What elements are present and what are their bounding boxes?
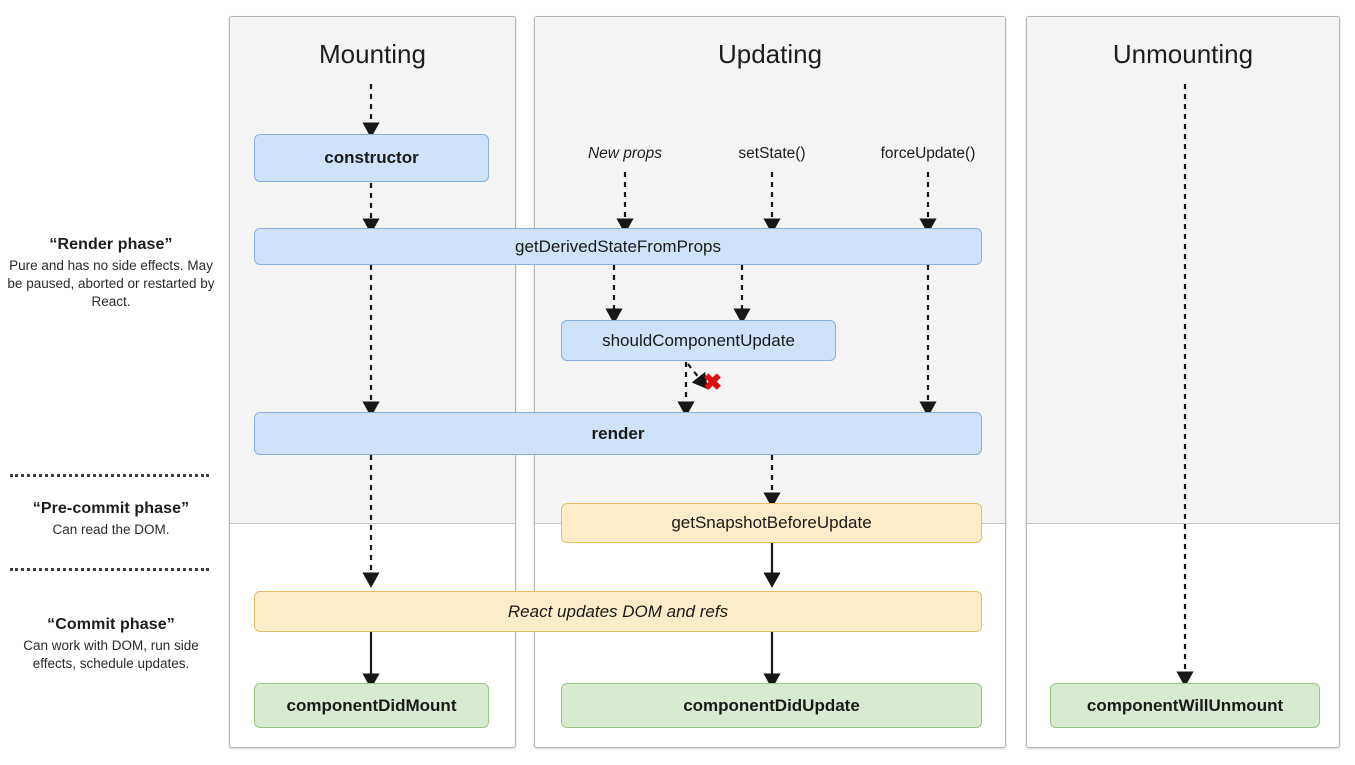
phase-divider-bottom [10, 568, 209, 571]
box-get-derived-state-from-props[interactable]: getDerivedStateFromProps [254, 228, 982, 265]
phase-commit: “Commit phase” Can work with DOM, run si… [6, 616, 216, 673]
box-should-component-update[interactable]: shouldComponentUpdate [561, 320, 836, 361]
phase-render: “Render phase” Pure and has no side effe… [6, 236, 216, 311]
phase-pre-commit-description: Can read the DOM. [52, 522, 170, 537]
box-component-did-update[interactable]: componentDidUpdate [561, 683, 982, 728]
box-get-snapshot-before-update[interactable]: getSnapshotBeforeUpdate [561, 503, 982, 543]
box-react-updates-dom-and-refs[interactable]: React updates DOM and refs [254, 591, 982, 632]
box-component-will-unmount[interactable]: componentWillUnmount [1050, 683, 1320, 728]
abort-x-icon: ✖ [703, 369, 723, 395]
box-component-did-mount[interactable]: componentDidMount [254, 683, 489, 728]
phase-render-title: “Render phase” [49, 236, 173, 253]
box-constructor[interactable]: constructor [254, 134, 489, 182]
column-updating-title: Updating [717, 39, 823, 69]
phase-commit-description: Can work with DOM, run side effects, sch… [23, 638, 199, 671]
column-mounting-title: Mounting [319, 39, 426, 69]
column-mounting: Mounting [229, 16, 516, 748]
column-unmounting-title: Unmounting [1112, 39, 1254, 69]
phase-divider-top [10, 474, 209, 477]
trigger-force-update: forceUpdate() [880, 145, 976, 162]
trigger-set-state: setState() [738, 145, 806, 162]
phase-commit-title: “Commit phase” [47, 616, 175, 633]
box-render[interactable]: render [254, 412, 982, 455]
phase-pre-commit: “Pre-commit phase” Can read the DOM. [6, 500, 216, 539]
unmounting-render-phase-band [1027, 17, 1339, 524]
trigger-new-props: New props [587, 145, 663, 162]
phase-render-description: Pure and has no side effects. May be pau… [7, 258, 215, 309]
column-unmounting: Unmounting [1026, 16, 1340, 748]
column-updating: Updating [534, 16, 1006, 748]
phase-pre-commit-title: “Pre-commit phase” [32, 500, 190, 517]
